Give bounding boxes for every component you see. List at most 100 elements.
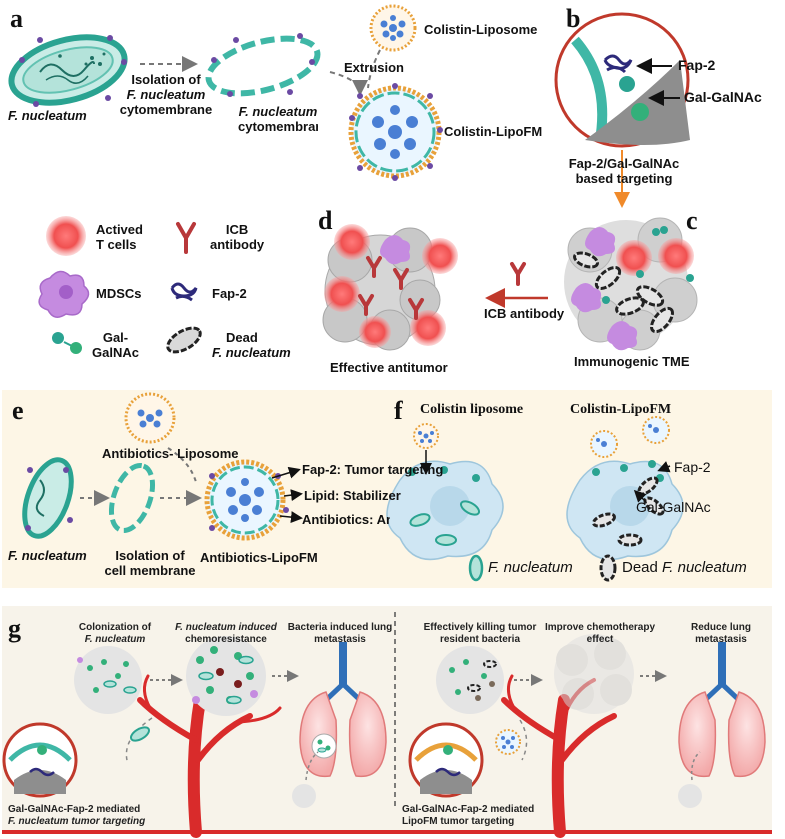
cytomembrane-line1: F. nucleatum <box>238 104 318 119</box>
g-heading-2-line2: chemoresistance <box>185 634 267 645</box>
legend-gal-line2: GalNAc <box>92 345 139 360</box>
panel-b-label: b <box>566 4 581 33</box>
g-heading-6-line2: metastasis <box>695 634 747 645</box>
g-heading-5-line2: effect <box>586 634 614 645</box>
cytomembrane-line2: cytomembrane <box>238 119 318 134</box>
isolation-step-label: Isolation of F. nucleatum cytomembrane <box>114 72 218 117</box>
icb-antibody-icon <box>176 222 196 254</box>
e-bacterium-label: F. nucleatum <box>8 548 87 563</box>
panel-b-graphics <box>554 12 690 208</box>
antibiotics-lipofm-icon <box>204 459 289 541</box>
panel-c-label: c <box>686 206 698 235</box>
g-heading-5-line1: Improve chemotherapy <box>544 622 656 633</box>
legend-galgalnac: Gal- GalNAc <box>92 330 139 360</box>
f-legend-live: F. nucleatum <box>488 559 573 576</box>
g-heading-3-line2: metastasis <box>314 634 366 645</box>
legend-t-cells-line2: T cells <box>96 237 137 252</box>
g-footnote-left-line2: F. nucleatum tumor targeting <box>8 816 146 827</box>
legend-fap2: Fap-2 <box>212 286 247 301</box>
panel-g-graphics <box>2 634 766 838</box>
f-legend-dead-name: F. nucleatum <box>662 559 747 576</box>
legend-t-cells-line1: Actived <box>96 222 143 237</box>
g-footnote-right-line2: LipoFM tumor targeting <box>402 816 515 827</box>
feature-lipid-label: Lipid: Stabilizer <box>304 488 401 503</box>
fap2-icon <box>170 282 198 302</box>
g-heading-6: Reduce lung metastasis <box>676 622 766 646</box>
f-galgalnac-label: Gal-GalNAc <box>636 499 711 515</box>
legend-graphics <box>38 216 202 354</box>
panel-e-label: e <box>12 396 24 425</box>
panel-f-graphics <box>386 416 684 582</box>
legend-mdscs: MDSCs <box>96 286 142 301</box>
fap2-label: Fap-2 <box>678 57 716 73</box>
galgalnac-label: Gal-GalNAc <box>684 89 762 105</box>
g-footnote-right-line1: Gal-GalNAc-Fap-2 mediated <box>402 804 535 815</box>
g-heading-6-line1: Reduce lung <box>690 622 751 633</box>
antibiotics-lipofm-label: Antibiotics-LipoFM <box>200 550 318 565</box>
legend-gal-line1: Gal- <box>102 330 129 345</box>
panel-a-graphics <box>8 4 443 181</box>
panel-e-graphics <box>22 392 303 541</box>
feature-fap2-label: Fap-2: Tumor targeting <box>302 462 444 477</box>
antibiotics-liposome-icon <box>124 392 176 444</box>
legend-dead-line1: Dead <box>226 330 258 345</box>
legend-icb: ICB antibody <box>210 222 264 252</box>
targeting-line2: based targeting <box>575 171 673 186</box>
panel-c-graphics <box>564 217 698 351</box>
panel-g-label: g <box>8 614 21 643</box>
targeting-label: Fap-2/Gal-GalNAc based targeting <box>556 156 692 186</box>
isolation-membrane-line1: Isolation of <box>115 548 185 563</box>
lung-right-icon <box>678 642 766 778</box>
panel-d-graphics <box>322 224 548 351</box>
g-heading-2-line1: F. nucleatum induced <box>175 622 277 633</box>
t-cell-icon <box>46 216 86 256</box>
lung-left-icon <box>299 642 387 778</box>
feature-antibiotics-label: Antibiotics: Anti bacteria <box>302 512 390 527</box>
vessel-baseline <box>2 830 772 834</box>
f-legend-dead: Dead F. nucleatum <box>622 560 747 575</box>
cytomembrane-label: F. nucleatum cytomembrane <box>238 104 318 134</box>
isolation-step-line2: F. nucleatum <box>126 87 206 102</box>
colistin-liposome-label: Colistin-Liposome <box>424 22 538 37</box>
fap2-protein-icon <box>603 54 633 74</box>
isolation-step-line3: cytomembrane <box>119 102 213 117</box>
antibiotics-liposome-label: Antibiotics- Liposome <box>102 446 239 461</box>
legend-t-cells: Actived T cells <box>96 222 143 252</box>
colistin-lipofm-icon <box>348 83 443 181</box>
panel-f-label: f <box>394 396 403 425</box>
cytomembrane-icon <box>205 33 321 97</box>
g-heading-3-line1: Bacteria induced lung <box>287 622 393 633</box>
e-membrane-icon <box>108 462 156 534</box>
extrusion-label: Extrusion <box>344 60 404 75</box>
mdsc-icon <box>38 270 90 318</box>
isolation-step-line1: Isolation of <box>131 72 201 87</box>
bacterium-label: F. nucleatum <box>8 108 87 123</box>
colistin-lipofm-label: Colistin-LipoFM <box>444 124 543 139</box>
g-heading-4: Effectively killing tumor resident bacte… <box>418 622 542 646</box>
g-heading-4-line1: Effectively killing tumor <box>423 622 537 633</box>
g-heading-1-line1: Colonization of <box>78 622 152 633</box>
e-bacterium-icon <box>22 457 74 539</box>
g-heading-1: Colonization of F. nucleatum <box>60 622 170 646</box>
legend-dead: Dead F. nucleatum <box>212 330 291 360</box>
g-footnote-left-line1: Gal-GalNAc-Fap-2 mediated <box>8 804 141 815</box>
f-legend-dead-prefix: Dead <box>622 559 658 576</box>
galgalnac-icon <box>52 332 82 354</box>
f-live-bacterium-icon <box>468 554 484 582</box>
g-heading-2: F. nucleatum induced chemoresistance <box>166 622 286 646</box>
targeting-line1: Fap-2/Gal-GalNAc <box>568 156 680 171</box>
g-heading-1-line2: F. nucleatum <box>84 634 146 645</box>
g-heading-3: Bacteria induced lung metastasis <box>284 622 396 646</box>
panel-a-label: a <box>10 4 23 33</box>
f-dead-bacterium-icon <box>599 554 617 582</box>
isolation-membrane-line2: cell membrane <box>104 563 196 578</box>
g-heading-5: Improve chemotherapy effect <box>544 622 656 646</box>
immunogenic-tme-label: Immunogenic TME <box>574 354 690 369</box>
g-footnote-left: Gal-GalNAc-Fap-2 mediated F. nucleatum t… <box>8 804 145 828</box>
bacterium-icon <box>8 34 128 107</box>
galgalnac-ligand-icon <box>619 76 635 92</box>
effective-antitumor-label: Effective antitumor <box>330 360 448 375</box>
panel-g-background <box>2 606 772 834</box>
colistin-liposome-title: Colistin liposome <box>420 402 524 417</box>
